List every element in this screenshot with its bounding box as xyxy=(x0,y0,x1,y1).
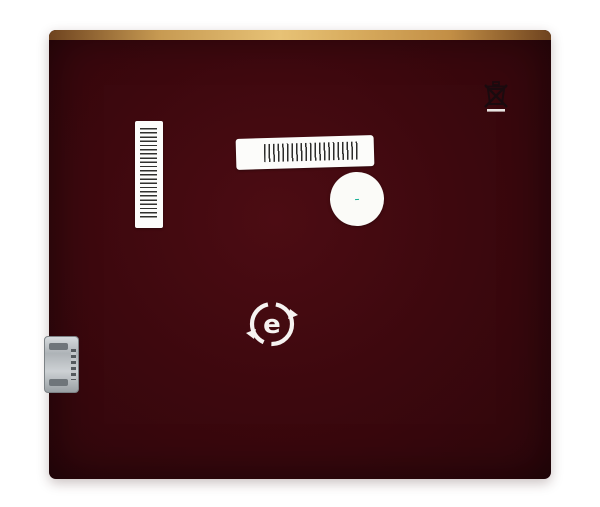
micro-usb-connector xyxy=(44,336,79,393)
pcb-board xyxy=(49,30,551,479)
barcode-sticker-vertical xyxy=(135,121,163,228)
barcode-stripes xyxy=(263,141,359,163)
board-gold-edge xyxy=(49,30,551,40)
qc-ok-text xyxy=(354,197,360,200)
usb-tab xyxy=(49,343,68,350)
barcode-stripes xyxy=(140,128,157,218)
rohs-epup-icon: e xyxy=(246,301,298,347)
usb-tab xyxy=(49,379,68,386)
rohs-e-letter: e xyxy=(263,310,281,340)
barcode-sticker-horizontal xyxy=(235,135,375,170)
weee-crossed-bin-icon xyxy=(484,81,508,112)
usb-pins xyxy=(71,349,76,380)
